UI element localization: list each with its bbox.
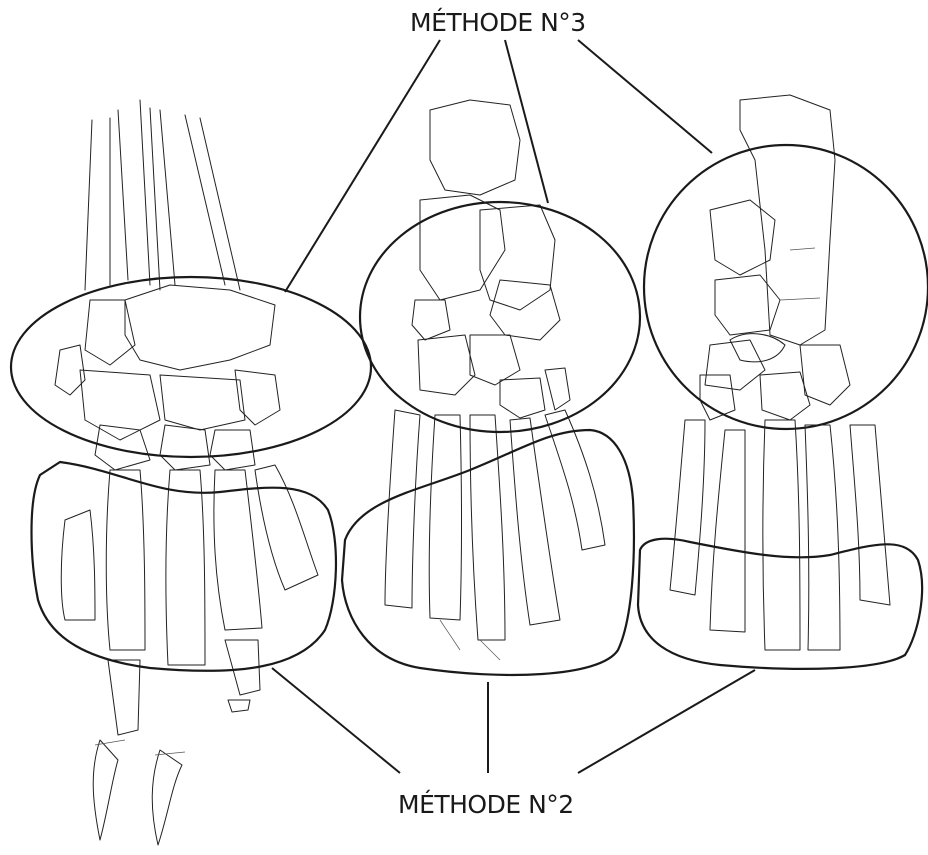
method2-region-left	[32, 462, 336, 671]
method2-region-middle	[342, 430, 634, 675]
method3-label: MÉTHODE N°3	[410, 8, 586, 37]
right-foot-skeleton	[670, 95, 890, 650]
middle-foot-skeleton	[385, 100, 605, 660]
method3-region-right	[644, 145, 928, 429]
method2-leaders	[272, 668, 755, 773]
left-foot-skeleton	[55, 100, 318, 845]
method3-region-left	[11, 277, 371, 457]
method2-label: MÉTHODE N°2	[398, 790, 574, 819]
method2-region-right	[638, 539, 922, 669]
